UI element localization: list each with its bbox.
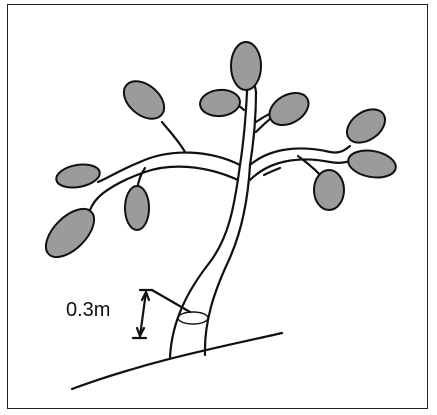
leaf-left-lower	[37, 200, 102, 265]
leaf-mid-left	[199, 88, 241, 117]
ground-line	[72, 333, 282, 389]
upper-left-twig	[162, 122, 185, 152]
leaf-right-outer	[346, 147, 398, 181]
leaf-upper-left	[117, 74, 172, 127]
central-leader	[240, 92, 256, 165]
leaf-top	[231, 42, 261, 90]
leaf-right-upper	[341, 102, 391, 149]
leaf-left-outer	[54, 161, 101, 190]
trunk-band	[178, 312, 208, 324]
leaf-mid-right	[264, 86, 314, 131]
left-branch-lower	[90, 167, 238, 210]
leaf-right-lower	[314, 170, 344, 210]
measurement-label: 0.3m	[66, 299, 110, 321]
leaf-left-hanging	[125, 186, 149, 230]
